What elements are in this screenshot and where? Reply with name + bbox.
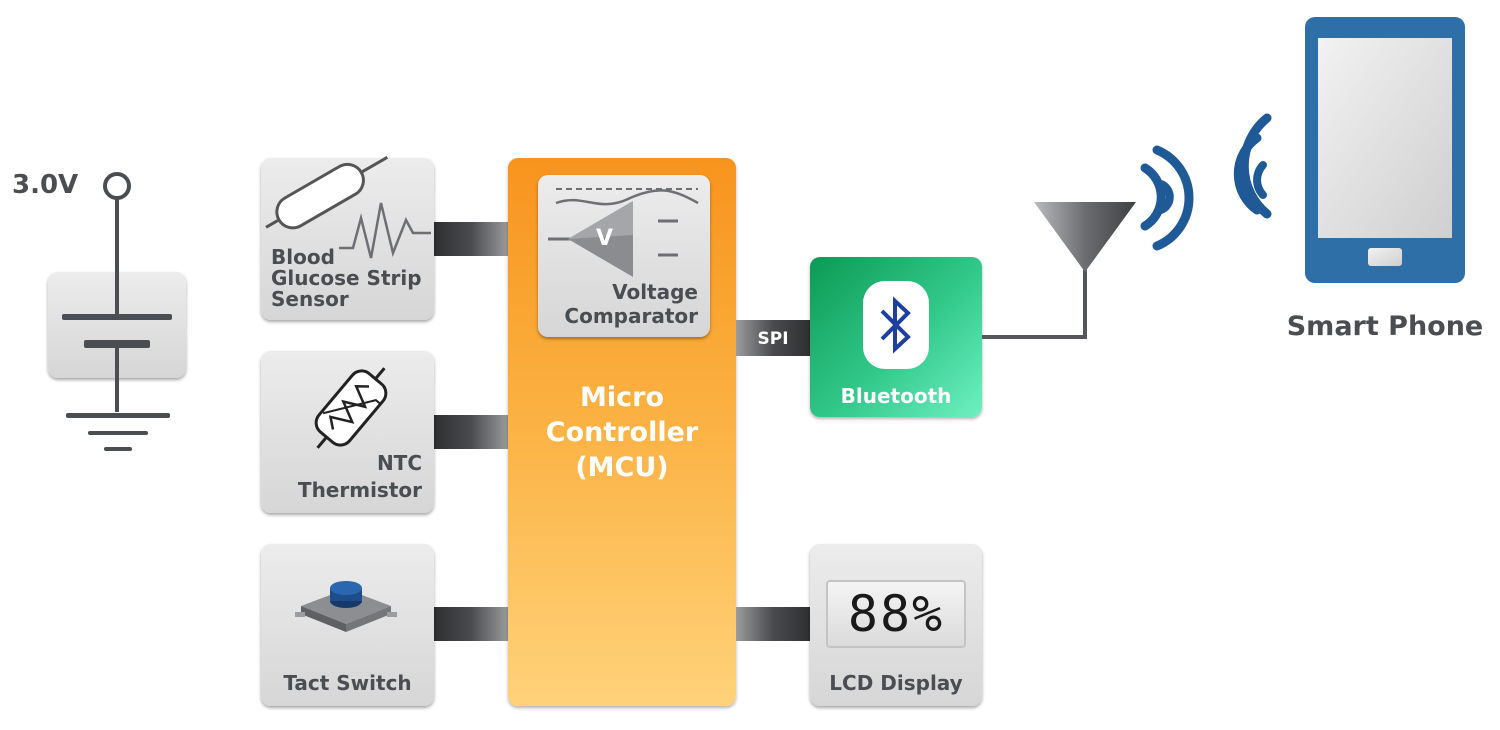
mcu-title-line-1: Micro (580, 382, 664, 413)
voltage-comparator-card: V Voltage Comparator (538, 175, 710, 337)
tact-switch-card: Tact Switch (261, 544, 434, 706)
comparator-label-line-1: Voltage (612, 280, 698, 304)
lcd-bus (736, 607, 810, 641)
thermistor-bus (434, 415, 508, 449)
comparator-icon (548, 188, 699, 277)
comparator-symbol: V (596, 226, 614, 251)
tact-switch-label: Tact Switch (283, 671, 412, 695)
thermistor-label-line-2: Thermistor (297, 478, 422, 502)
glucose-sensor-card: Blood Glucose Strip Sensor (261, 156, 434, 320)
thermistor-icon (314, 367, 388, 449)
voltage-label: 3.0V (12, 170, 79, 200)
mcu-block: V Voltage Comparator Micro Controller (M… (508, 158, 736, 706)
antenna-feed-line (982, 262, 1087, 339)
smart-phone-label: Smart Phone (1286, 311, 1484, 342)
battery-icon (62, 272, 172, 412)
glucose-label-line-3: Sensor (271, 287, 349, 311)
lcd-label: LCD Display (829, 671, 963, 695)
smart-phone-icon (1305, 17, 1465, 283)
lcd-display-card: 88% LCD Display (810, 544, 982, 706)
bluetooth-module: Bluetooth (810, 257, 982, 417)
lcd-screen: 88% (826, 580, 966, 648)
mcu-title-line-3: (MCU) (575, 452, 669, 483)
lcd-readout: 88% (847, 585, 945, 643)
comparator-label-line-2: Comparator (564, 304, 698, 328)
ground-icon (66, 413, 170, 451)
bluetooth-label: Bluetooth (840, 384, 952, 408)
spi-label: SPI (757, 329, 789, 349)
tact-switch-icon (295, 581, 397, 632)
spi-bus (736, 320, 810, 356)
bluetooth-icon (880, 296, 911, 354)
glucose-strip-icon (265, 156, 431, 259)
glucose-label-line-2: Glucose Strip (271, 266, 422, 290)
thermistor-label-line-1: NTC (376, 451, 422, 475)
glucose-bus (434, 222, 508, 256)
antenna-icon (1034, 202, 1136, 272)
mcu-title-line-2: Controller (545, 417, 699, 448)
wireless-waves-icon (1140, 113, 1272, 251)
thermistor-card: NTC Thermistor (261, 351, 434, 513)
switch-bus (434, 607, 508, 641)
glucose-label-line-1: Blood (271, 245, 335, 269)
